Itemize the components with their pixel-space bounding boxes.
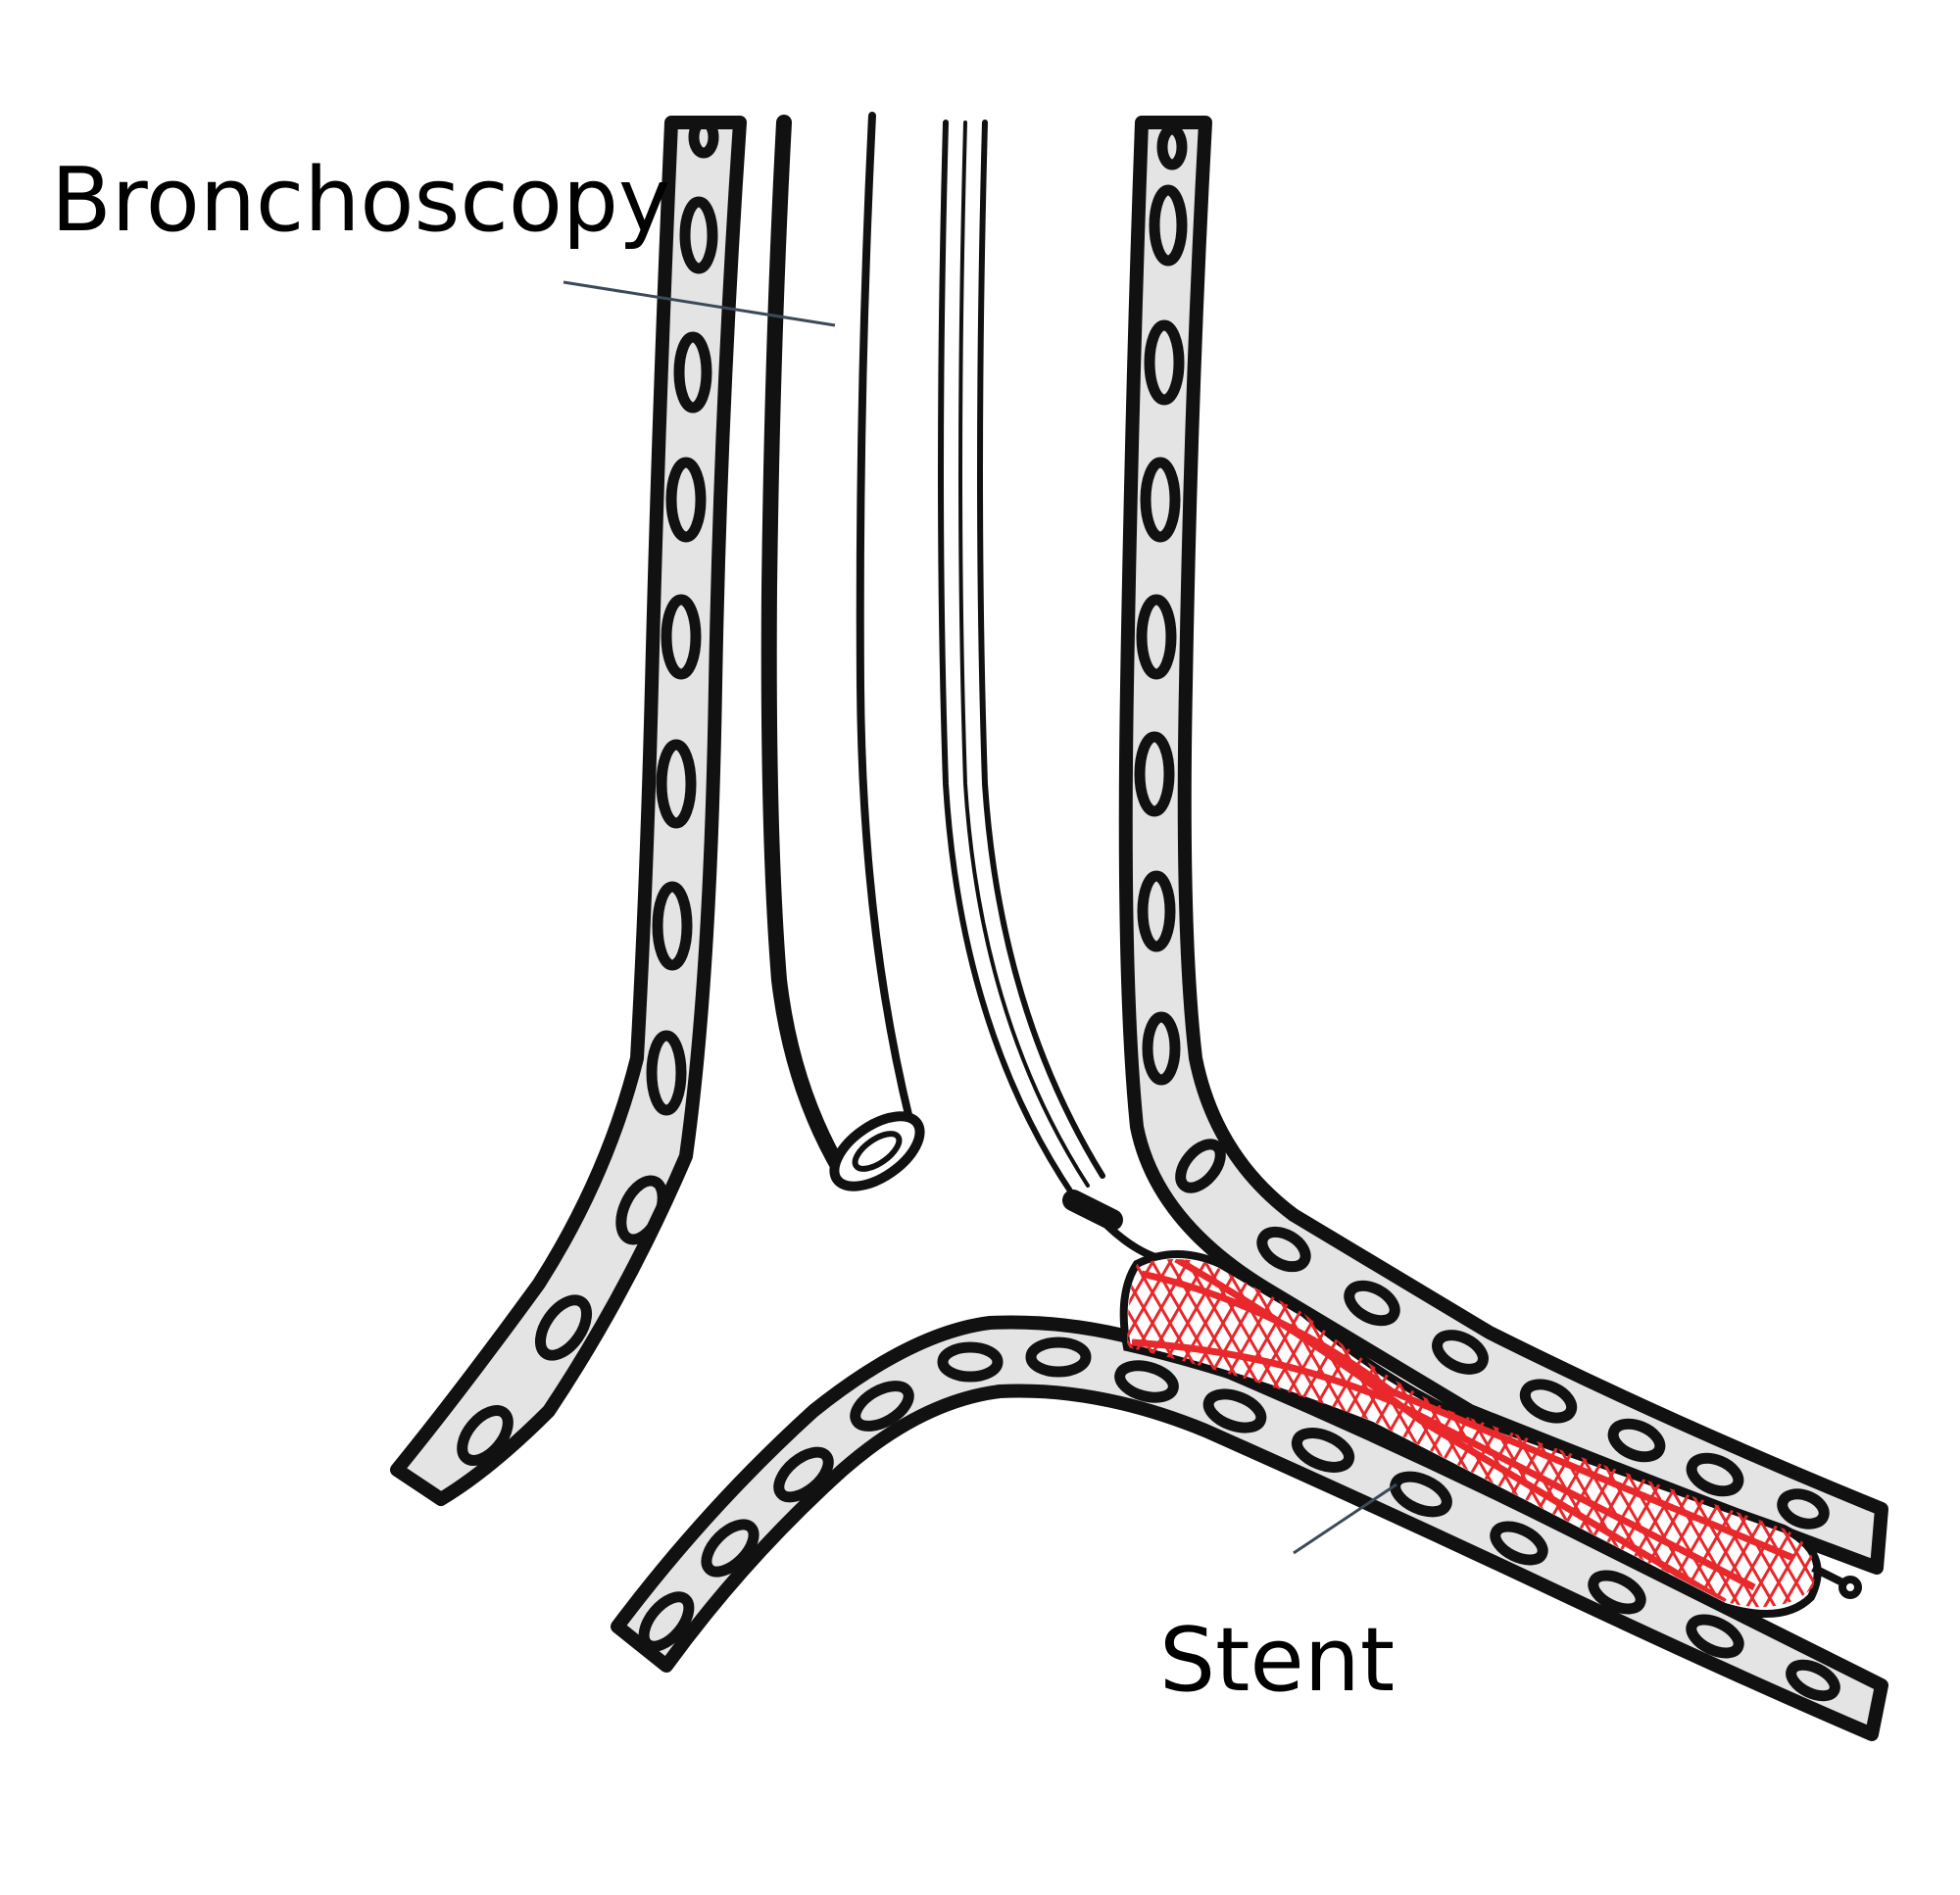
stent-mesh-strand	[1746, 1259, 1815, 1607]
stent-distal-tip	[1811, 1564, 1844, 1586]
left-airway-wall	[390, 116, 747, 1506]
catheter-line-outer-right	[977, 120, 1105, 1179]
stent-outline	[1119, 1250, 1862, 1619]
stent-mesh-strand	[1907, 1225, 1960, 1666]
stent-mesh-strand	[1711, 1259, 1815, 1607]
stent-mesh-strand	[866, 1225, 1121, 1666]
bronchoscope	[760, 112, 925, 1191]
stent-mesh-strand	[1127, 1259, 1158, 1607]
stent-leader-line	[1293, 1482, 1397, 1555]
stent-mesh-strand	[1942, 1225, 1960, 1666]
stent-mesh-strand	[1854, 1225, 1960, 1666]
stent-mesh-strand	[1127, 1259, 1194, 1607]
stent-label: Stent	[1159, 1609, 1396, 1712]
stent-mesh-strand	[1127, 1259, 1211, 1607]
stent-mesh-strand	[866, 1225, 1121, 1666]
stent-mesh-strand	[1854, 1225, 1960, 1666]
bronchoscope-tip	[829, 1111, 925, 1191]
stent-mesh-strand	[849, 1225, 1103, 1666]
stent-mesh-strand	[1127, 1259, 1141, 1607]
stent-mesh-strand	[1819, 1225, 1960, 1666]
bronchoscope-right-edge	[856, 112, 915, 1131]
stent-mesh-strand	[1819, 1225, 1960, 1666]
stent-mesh-strand	[1799, 1259, 1815, 1607]
stent-mesh-longitudinal-strand	[1131, 1338, 1756, 1591]
stent-mesh-strand	[1925, 1225, 1960, 1666]
stent-mesh-strand	[1925, 1225, 1960, 1666]
carina-lower-wall	[611, 1315, 1888, 1741]
bronchoscope-body	[766, 116, 906, 1176]
catheter-line-outer-left	[938, 120, 1076, 1198]
delivery-catheter	[938, 120, 1165, 1263]
leader-lines	[563, 280, 1397, 1555]
stent-balloon	[1119, 1250, 1822, 1619]
stent-distal-knob	[1838, 1576, 1862, 1599]
bronchoscopy-label: Bronchoscopy	[51, 149, 671, 252]
stent-mesh-strand	[1942, 1225, 1960, 1666]
left-wall-cartilage-rings	[457, 116, 719, 1466]
stent-mesh-longitudinal-strand	[1174, 1259, 1727, 1606]
stent-mesh-strand	[1837, 1225, 1960, 1666]
catheter-to-stent	[1089, 1206, 1165, 1263]
bronchoscope-left-edge	[760, 115, 849, 1179]
stent-mesh-strand	[1872, 1225, 1960, 1666]
stent-mesh-strand	[1127, 1259, 1176, 1607]
stent-mesh-strand	[1729, 1259, 1815, 1607]
stent-mesh-strand	[1872, 1225, 1960, 1666]
stent-mesh-strand	[1127, 1259, 1141, 1607]
left-airway-wall-band	[390, 116, 747, 1506]
stent-mesh-strand	[849, 1225, 1103, 1666]
stent-mesh-strand	[1127, 1259, 1158, 1607]
stent-mesh-strand	[1889, 1225, 1960, 1666]
right-wall-cartilage-rings	[1134, 123, 1830, 1530]
stent-mesh-strand	[1907, 1225, 1960, 1666]
bronchoscopy-leader-line	[563, 280, 836, 327]
stent-mesh-strand	[1693, 1259, 1815, 1607]
stent-mesh-strand	[1127, 1259, 1247, 1607]
stent-mesh-strand	[1799, 1259, 1815, 1607]
stent-mesh-strand	[1127, 1259, 1229, 1607]
right-airway-wall	[1118, 116, 1888, 1575]
stent-mesh-strand	[1889, 1225, 1960, 1666]
right-airway-wall-band	[1118, 116, 1888, 1575]
stent-mesh-strand	[1837, 1225, 1960, 1666]
catheter-line-inner	[958, 121, 1090, 1188]
lower-wall-cartilage-rings	[638, 1336, 1840, 1702]
